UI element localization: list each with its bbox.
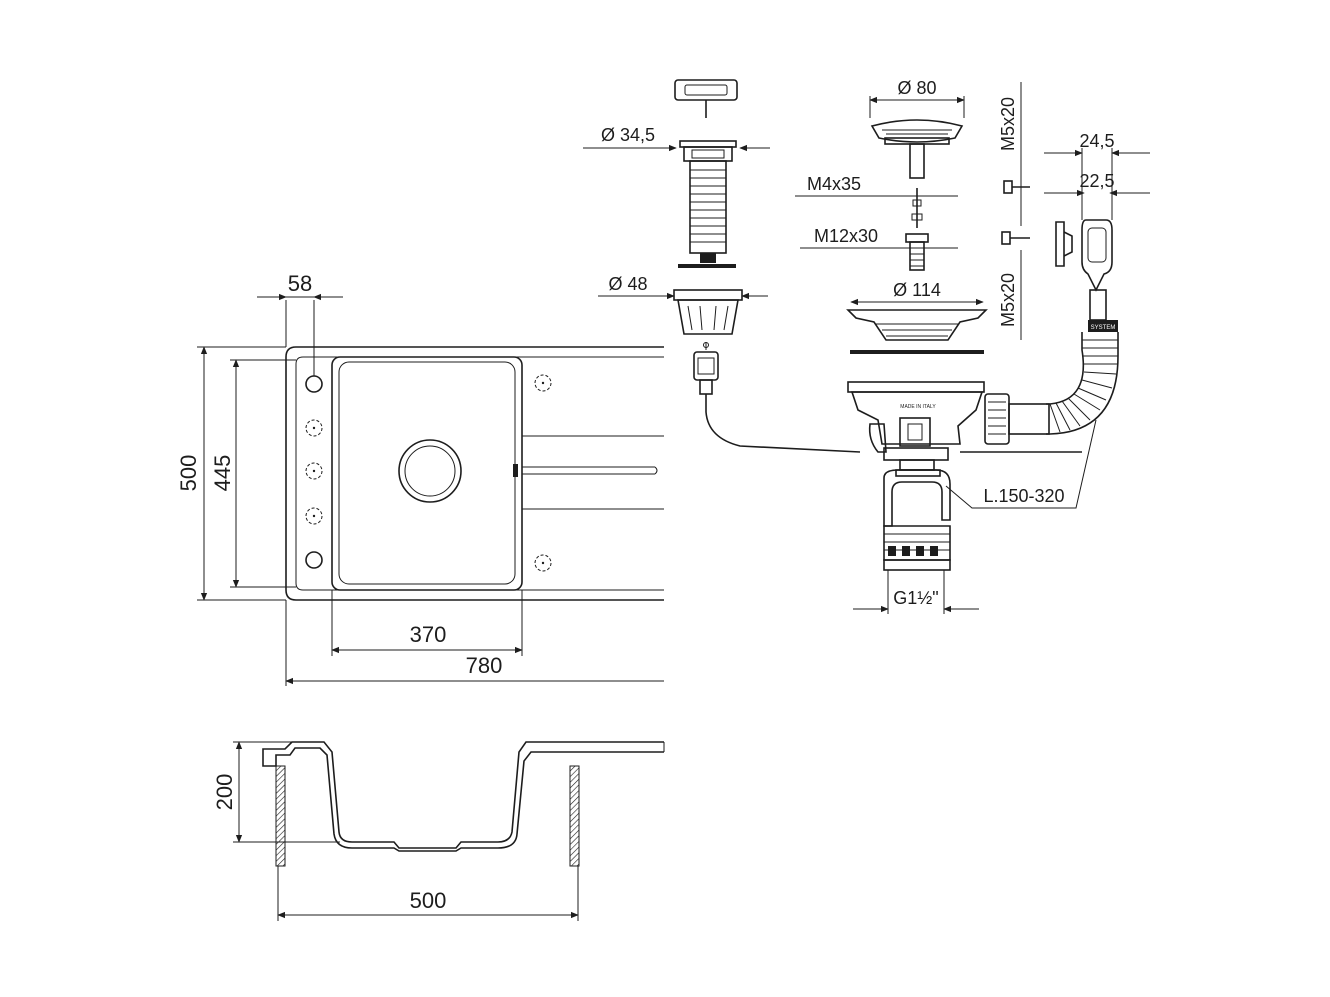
overflow-hose [1046, 332, 1085, 405]
overflow-cover [1055, 221, 1065, 267]
bowl-outline [331, 356, 523, 591]
overflow-width-outer-label: 24,5 [1079, 131, 1114, 151]
popup-diameter-label: Ø 34,5 [601, 125, 655, 145]
dimension-58: 58 [257, 271, 343, 376]
cabinet-wall-left [275, 765, 286, 867]
overflow-slot [513, 464, 518, 477]
dim-780-label: 780 [466, 653, 503, 678]
screw-m5-top-label: M5x20 [998, 97, 1018, 151]
top-view: 58 500 445 370 780 [176, 271, 664, 686]
tap-hole-optional [305, 419, 323, 437]
popup-waste-assembly: Ø 34,5 Ø 48 [583, 79, 861, 453]
outlet-thread-label: G1½" [893, 588, 938, 608]
dimension-780: 780 [285, 600, 664, 686]
side-view: 200 500 [212, 741, 665, 921]
tap-hole [305, 375, 323, 393]
strainer-cap [870, 119, 964, 143]
dim-500-label: 500 [176, 455, 201, 492]
sink-profile [262, 741, 664, 852]
tap-hole-optional [534, 554, 552, 572]
waste-body [850, 391, 984, 445]
m12-bolt [909, 241, 925, 271]
dimension-500-depth: 500 [176, 346, 286, 601]
screw-m12-label: M12x30 [814, 226, 878, 246]
groove-end [654, 466, 658, 475]
drain-outer [398, 439, 462, 503]
hose-length-label: L.150-320 [983, 486, 1064, 506]
drain-inner [404, 445, 456, 497]
cabinet-wall-right [569, 765, 580, 867]
strainer-cap-diameter-label: Ø 80 [897, 78, 936, 98]
popup-cage [677, 299, 739, 335]
strainer-assembly: Ø 80 M4x35 M12x30 Ø 114 MADE IN ITALY [795, 78, 1097, 614]
dimension-200: 200 [212, 741, 340, 843]
tap-hole-optional [534, 374, 552, 392]
tap-hole [305, 551, 323, 569]
dim-445-label: 445 [210, 455, 235, 492]
overflow-width-inner-label: 22,5 [1079, 171, 1114, 191]
dim-370-label: 370 [410, 622, 447, 647]
dim-58-label: 58 [288, 271, 312, 296]
dimension-500-cabinet: 500 [277, 866, 579, 921]
screw-m5-bottom-label: M5x20 [998, 273, 1018, 327]
sink-outline [285, 346, 664, 601]
popup-outer-diameter-label: Ø 48 [608, 274, 647, 294]
popup-cable [705, 394, 861, 453]
sink-inner-rim [295, 356, 664, 591]
made-in-italy-label: MADE IN ITALY [900, 404, 936, 410]
brand-label: SYSTEM [1091, 325, 1116, 331]
dim-200-label: 200 [212, 774, 237, 811]
dimension-370: 370 [331, 590, 523, 656]
tap-hole-optional [305, 507, 323, 525]
popup-threaded-rod [689, 160, 727, 254]
popup-knob [674, 79, 738, 101]
bowl-inner [338, 361, 516, 585]
dimension-445-bowl: 445 [210, 359, 296, 588]
strainer-basket [846, 309, 988, 341]
overflow-assembly: M5x20 M5x20 24,5 22,5 SYSTEM [998, 82, 1150, 435]
overflow-body [1081, 219, 1113, 292]
basket-diameter-label: Ø 114 [893, 280, 941, 300]
screw-m4-label: M4x35 [807, 174, 861, 194]
dim-500-cabinet-label: 500 [410, 888, 447, 913]
tap-hole-optional [305, 462, 323, 480]
outlet-elbow [883, 469, 951, 527]
